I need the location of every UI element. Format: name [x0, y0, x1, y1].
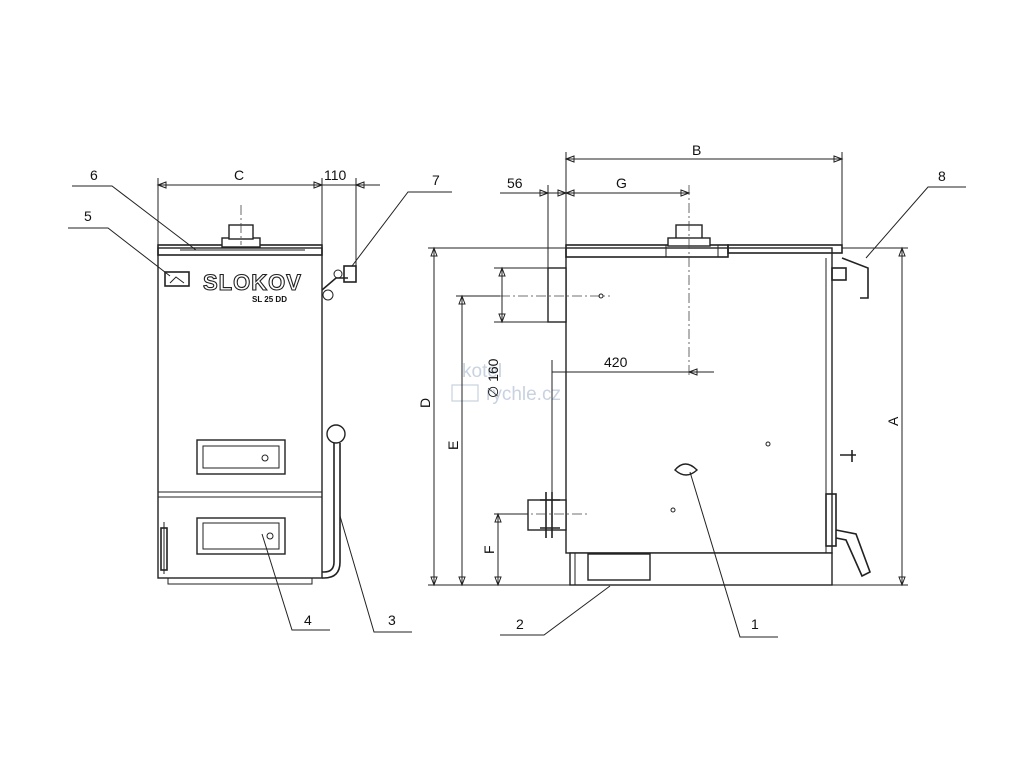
callout-6-label: 6 [90, 167, 98, 183]
side-dimensions: B 56 G 420 ∅ 160 D E F [417, 142, 908, 587]
dim-110-label: 110 [324, 167, 347, 183]
callout-5-label: 5 [84, 208, 92, 224]
side-top-cover-rear [727, 244, 843, 254]
side-inlet-flange [540, 492, 560, 538]
callout-7-leader [351, 191, 452, 267]
front-regulator-chain [322, 289, 334, 301]
front-upper-door-knob [261, 454, 269, 462]
front-regulator-knob [343, 265, 357, 283]
callout-7-label: 7 [432, 172, 440, 188]
dim-110-arrow [354, 181, 365, 189]
dim-160-arrows [498, 266, 506, 324]
callout-8-leader [865, 186, 966, 259]
dim-56-arrows [539, 189, 568, 197]
front-upper-door-inner [202, 445, 280, 469]
dim-e-arrows [458, 294, 466, 587]
dim-a-arrows [898, 246, 906, 587]
side-lower-inlet [527, 499, 567, 531]
side-rear-handle [835, 529, 871, 578]
front-view: SLOKOV SL 25 DD [157, 205, 357, 585]
side-rear-pipe [547, 267, 567, 323]
watermark-line-1: kotel [462, 361, 502, 382]
side-rear-door [825, 493, 837, 547]
callout-1-leader [689, 471, 778, 638]
side-rear-hook [831, 267, 847, 281]
watermark-boiler-icon [451, 384, 479, 402]
dim-f-label: F [481, 545, 497, 554]
callout-5-leader [68, 227, 171, 277]
dim-b-label: B [692, 142, 701, 158]
front-upper-door [196, 439, 286, 475]
callout-3-leader [339, 515, 412, 633]
callout-8-label: 8 [938, 168, 946, 184]
side-inspection-cover [674, 463, 699, 476]
callout-2-label: 2 [516, 616, 524, 632]
dim-56-label: 56 [507, 175, 523, 191]
front-lever-rod-2 [322, 443, 341, 579]
watermark: kotel rychle.cz [451, 361, 561, 405]
callout-1-label: 1 [751, 616, 759, 632]
front-model-label: SL 25 DD [252, 295, 287, 304]
dim-a-label: A [885, 416, 901, 426]
dim-e-label: E [445, 441, 461, 450]
dim-420-arrow [687, 368, 698, 376]
side-rear-valve [840, 450, 856, 462]
side-rear-fitting-top [841, 257, 869, 299]
dim-d-arrows [430, 246, 438, 587]
front-dimensions: C 110 [156, 167, 380, 268]
callout-3-label: 3 [388, 612, 396, 628]
front-lower-door-inner [202, 522, 280, 550]
front-thermometer-needle [169, 276, 185, 284]
callout-6-leader [72, 185, 197, 251]
callouts: 6 5 7 8 4 3 2 1 [68, 167, 966, 638]
side-pipe-dot [598, 293, 604, 299]
dim-420-label: 420 [604, 354, 628, 370]
front-regulator-joint [333, 269, 343, 279]
front-lever-ball [326, 424, 346, 444]
dim-c-arrows [156, 181, 324, 189]
watermark-line-2: rychle.cz [486, 384, 561, 405]
dim-c-label: C [234, 167, 244, 183]
dim-b-arrows [564, 155, 844, 163]
side-dot-2 [670, 507, 676, 513]
dim-g-label: G [616, 175, 627, 191]
callout-2-leader [500, 585, 611, 636]
dim-d-label: D [417, 398, 433, 408]
front-lever-rod [322, 443, 335, 573]
side-boiler-body [565, 247, 833, 554]
side-dot-1 [765, 441, 771, 447]
front-lower-door [196, 517, 286, 555]
front-lower-door-knob [266, 532, 274, 540]
callout-4-label: 4 [304, 612, 312, 628]
front-base-plinth [167, 577, 313, 585]
dim-160-label: ∅ 160 [485, 358, 501, 398]
side-ash-pan [587, 553, 651, 581]
dim-f-arrows [494, 512, 502, 587]
front-brand-logo: SLOKOV [203, 270, 302, 295]
dim-g-arrows [564, 189, 691, 197]
front-thermometer [164, 271, 190, 287]
callout-4-leader [261, 533, 330, 631]
